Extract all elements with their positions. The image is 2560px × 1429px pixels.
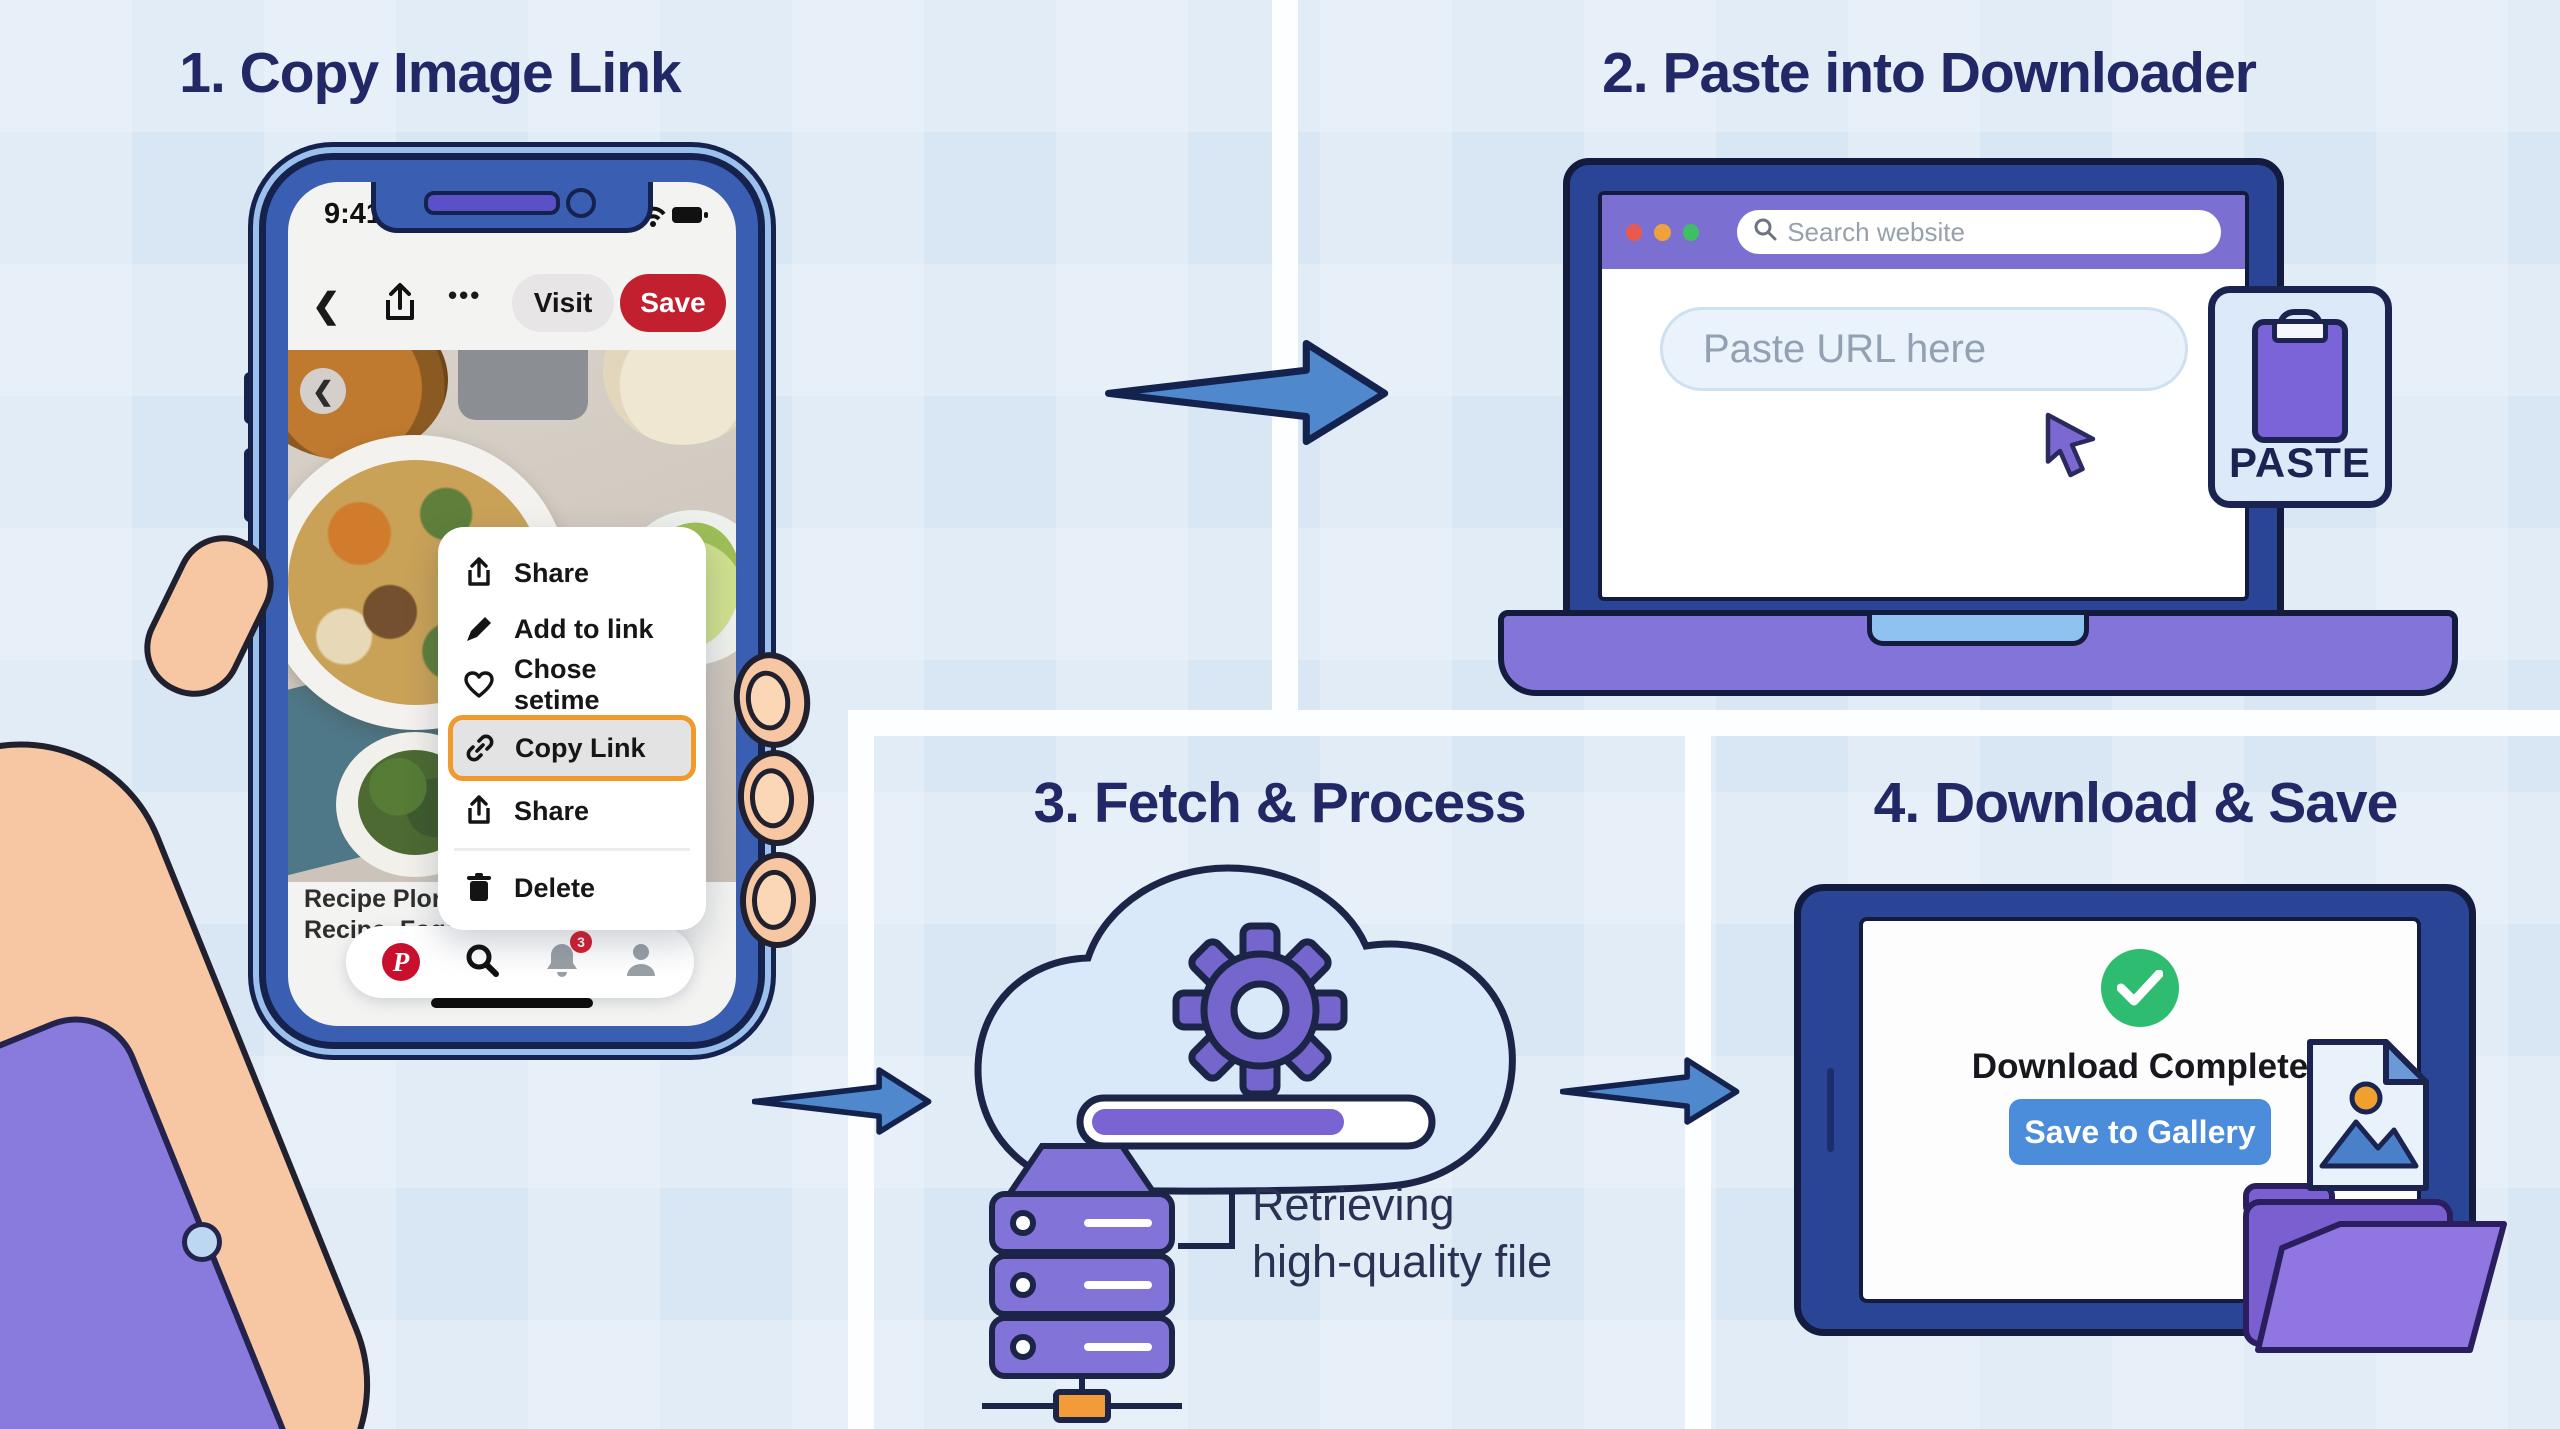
image-file-icon [2307, 1039, 2429, 1191]
download-status: Download Complete [1971, 1047, 2309, 1086]
phone-side-button [244, 448, 258, 522]
step1-title: 1. Copy Image Link [179, 41, 681, 105]
step4-title: 4. Download & Save [1873, 771, 2399, 835]
link-icon [465, 733, 495, 763]
back-icon[interactable]: ❮ [312, 287, 341, 325]
menu-item-label: Share [514, 795, 590, 826]
profile-icon[interactable] [624, 942, 658, 983]
menu-item-label: Share [514, 557, 590, 588]
context-menu: Share Add to link Chose setime Copy Link… [438, 527, 706, 930]
back-chip[interactable]: ❮ [300, 368, 346, 414]
share-icon [464, 795, 494, 827]
fetch-caption-line1: Retrieving [1252, 1179, 1455, 1230]
photo-pot [458, 350, 588, 420]
gutter-vertical-top [1272, 0, 1298, 736]
menu-item-share-2[interactable]: Share [452, 783, 692, 839]
browser-toolbar: Search website [1602, 195, 2245, 269]
menu-item-copy-link[interactable]: Copy Link [448, 715, 696, 781]
finger [738, 850, 818, 950]
menu-item-chose-setime[interactable]: Chose setime [452, 654, 692, 715]
heart-icon [464, 671, 494, 699]
menu-item-delete[interactable]: Delete [452, 860, 692, 916]
menu-item-label: Copy Link [515, 732, 646, 763]
pencil-icon [464, 615, 494, 643]
arrow-step1-to-step2 [1105, 330, 1390, 455]
step3-title: 3. Fetch & Process [1033, 771, 1526, 835]
laptop: Search website Paste URL here [1563, 158, 2284, 628]
search-icon [1753, 217, 1777, 248]
traffic-light-yellow[interactable] [1654, 223, 1671, 241]
visit-button[interactable]: Visit [512, 274, 614, 332]
search-icon[interactable] [464, 942, 500, 983]
menu-item-label: Chose setime [514, 654, 600, 715]
fetch-caption-line2: high-quality file [1252, 1236, 1553, 1287]
arrow-step3-to-step4 [1560, 1035, 1740, 1147]
clipboard-icon [2252, 309, 2348, 443]
pinterest-icon[interactable]: P [382, 943, 420, 981]
front-camera [566, 188, 596, 218]
fetch-caption: Retrieving high-quality file [1252, 1176, 1552, 1290]
menu-item-add-to-link[interactable]: Add to link [452, 601, 692, 657]
traffic-light-red[interactable] [1626, 223, 1643, 241]
bottom-nav-bar: P 3 [346, 926, 694, 998]
menu-item-label: Delete [514, 872, 596, 903]
phone-notch [371, 182, 653, 233]
save-pin-button[interactable]: Save [620, 274, 726, 332]
paste-label: PASTE [2229, 439, 2371, 486]
mouse-cursor-icon [2042, 412, 2102, 484]
browser-window: Search website Paste URL here [1598, 191, 2249, 601]
arrow-step1-to-step3 [752, 1045, 932, 1157]
url-input[interactable]: Paste URL here [1660, 307, 2188, 391]
traffic-light-green[interactable] [1682, 223, 1700, 241]
save-asset-graphic [2232, 1028, 2532, 1368]
menu-divider [454, 848, 690, 851]
share-icon [464, 557, 494, 589]
search-placeholder: Search website [1787, 216, 1965, 247]
trash-icon [464, 873, 494, 903]
browser-search-bar[interactable]: Search website [1737, 210, 2221, 254]
save-to-gallery-button[interactable]: Save to Gallery [2009, 1099, 2271, 1165]
fetch-process-graphic [960, 858, 1680, 1424]
photo-cream-bowl [603, 350, 736, 445]
success-check-icon [2101, 949, 2179, 1027]
menu-item-label: Add to link [514, 613, 654, 644]
url-placeholder: Paste URL here [1703, 326, 1987, 371]
gutter-vertical-bottom-left [848, 710, 874, 1429]
gear-icon [1172, 922, 1348, 1098]
sleeve-button [182, 1222, 222, 1262]
menu-item-share[interactable]: Share [452, 545, 692, 601]
back-icon: ❮ [312, 375, 334, 406]
laptop-base-notch [1867, 615, 2089, 646]
app-toolbar: ❮ ••• Visit Save [288, 274, 736, 338]
phone-side-button [244, 372, 258, 424]
folder-front [2255, 1221, 2507, 1353]
pin-caption-line1: Recipe Plorat [304, 885, 464, 913]
progress-fill [1092, 1109, 1344, 1135]
tablet-bezel-line [1827, 1068, 1834, 1152]
more-icon[interactable]: ••• [448, 280, 482, 310]
home-indicator[interactable] [431, 998, 593, 1008]
paste-card[interactable]: PASTE [2208, 286, 2392, 508]
server-icon [989, 1143, 1175, 1379]
step2-title: 2. Paste into Downloader [1602, 41, 2257, 105]
notification-badge: 3 [570, 930, 592, 953]
notifications-icon[interactable]: 3 [544, 930, 592, 984]
laptop-base [1498, 610, 2458, 696]
network-node [1053, 1389, 1111, 1423]
share-icon[interactable] [380, 282, 420, 331]
speaker [424, 191, 560, 215]
